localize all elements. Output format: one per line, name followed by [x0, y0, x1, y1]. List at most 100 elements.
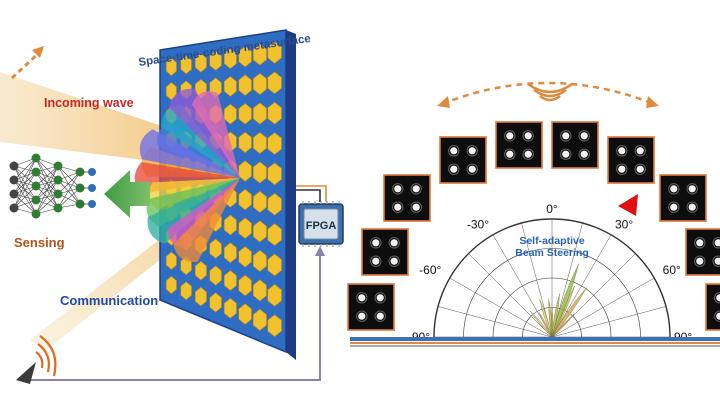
nn-node	[9, 161, 19, 171]
meta-cell	[238, 131, 252, 154]
fpga-link-line-2	[296, 185, 327, 202]
fpga-link-line	[296, 189, 321, 202]
radiation-lobe	[550, 306, 554, 338]
constellation-point	[714, 257, 720, 265]
nn-output-node	[88, 184, 96, 192]
meta-cell	[267, 132, 282, 155]
polar-angle-label: 60°	[663, 263, 681, 277]
nn-node	[53, 203, 63, 213]
constellation-panel	[383, 174, 431, 222]
neural-network-icon	[9, 153, 96, 219]
meta-cell	[267, 71, 282, 95]
nn-edge	[57, 165, 81, 205]
scattered-beam	[173, 178, 240, 263]
meta-cell	[252, 220, 267, 243]
nn-node	[53, 161, 63, 171]
polar-spoke	[449, 277, 553, 338]
constellation-point	[412, 185, 420, 193]
constellation-spread	[694, 255, 706, 267]
constellation-spread	[634, 145, 646, 157]
metasurface-panel-side	[286, 30, 296, 360]
meta-cell	[180, 281, 192, 301]
constellation-spread	[388, 255, 400, 267]
meta-cell	[267, 223, 282, 246]
constellation-point	[358, 312, 366, 320]
constellation-panel	[705, 283, 720, 331]
constellation-spread	[668, 201, 680, 213]
meta-cell	[267, 284, 282, 307]
constellation-spread	[356, 310, 368, 322]
nn-node	[9, 203, 19, 213]
nn-edge	[57, 179, 81, 205]
meta-cell	[194, 286, 207, 307]
constellation-spread	[504, 130, 516, 142]
constellation-point	[670, 185, 678, 193]
radiation-lobe	[551, 287, 587, 338]
meta-cell	[194, 260, 207, 281]
constellation-spread	[616, 163, 628, 175]
polar-spoke	[551, 306, 667, 338]
scattered-beam	[139, 129, 240, 178]
scattered-beam	[167, 178, 240, 249]
meta-cell	[267, 253, 282, 277]
scattered-beams	[134, 88, 240, 263]
constellation-point	[506, 132, 514, 140]
constellation-spread	[504, 148, 516, 160]
radiation-lobe	[538, 312, 553, 338]
constellation-point	[394, 203, 402, 211]
sensing-arrow	[104, 170, 150, 218]
constellation-spread	[392, 201, 404, 213]
constellation-point	[696, 239, 704, 247]
meta-cell	[238, 103, 252, 125]
constellation-spread	[686, 201, 698, 213]
nn-edge	[13, 157, 37, 195]
meta-cell	[252, 161, 267, 184]
meta-cell	[252, 102, 267, 125]
constellation-point	[390, 239, 398, 247]
radiation-lobe	[551, 313, 575, 338]
meta-cell	[165, 251, 177, 270]
constellation-panel	[607, 136, 655, 184]
polar-angle-label: -30°	[467, 217, 489, 231]
incoming-wave-label: Incoming wave	[44, 96, 134, 110]
constellation-point	[376, 294, 384, 302]
constellation-spread	[356, 292, 368, 304]
arc-arrow-head-right	[646, 96, 659, 108]
constellation-point	[618, 165, 626, 173]
constellation-point	[716, 294, 720, 302]
meta-cell	[223, 242, 237, 264]
meta-cell	[238, 217, 252, 239]
constellation-point	[412, 203, 420, 211]
polar-angle-label: -60°	[419, 263, 441, 277]
fpga-chip-icon	[298, 201, 344, 247]
nn-edge	[35, 165, 59, 201]
constellation-spread	[466, 145, 478, 157]
nn-edge	[35, 179, 59, 215]
constellation-point	[506, 150, 514, 158]
constellation-point	[670, 203, 678, 211]
nn-node	[53, 175, 63, 185]
constellation-point	[394, 185, 402, 193]
constellation-point	[618, 147, 626, 155]
constellation-spread	[560, 130, 572, 142]
meta-cell	[223, 48, 237, 69]
meta-cell	[238, 74, 252, 96]
nn-node	[31, 209, 41, 219]
constellation-point	[688, 203, 696, 211]
meta-cell	[267, 314, 282, 338]
constellation-spread	[616, 145, 628, 157]
constellation-spread	[392, 183, 404, 195]
constellation-spread	[374, 292, 386, 304]
meta-cell	[238, 303, 252, 325]
constellation-spread	[578, 148, 590, 160]
constellation-point	[562, 132, 570, 140]
constellation-point	[468, 147, 476, 155]
meta-cell	[165, 57, 177, 76]
meta-cell	[223, 214, 237, 236]
constellation-point	[562, 150, 570, 158]
antenna-icon	[16, 335, 57, 384]
meta-cell	[252, 72, 267, 95]
constellation-point	[688, 185, 696, 193]
constellation-spread	[712, 255, 720, 267]
